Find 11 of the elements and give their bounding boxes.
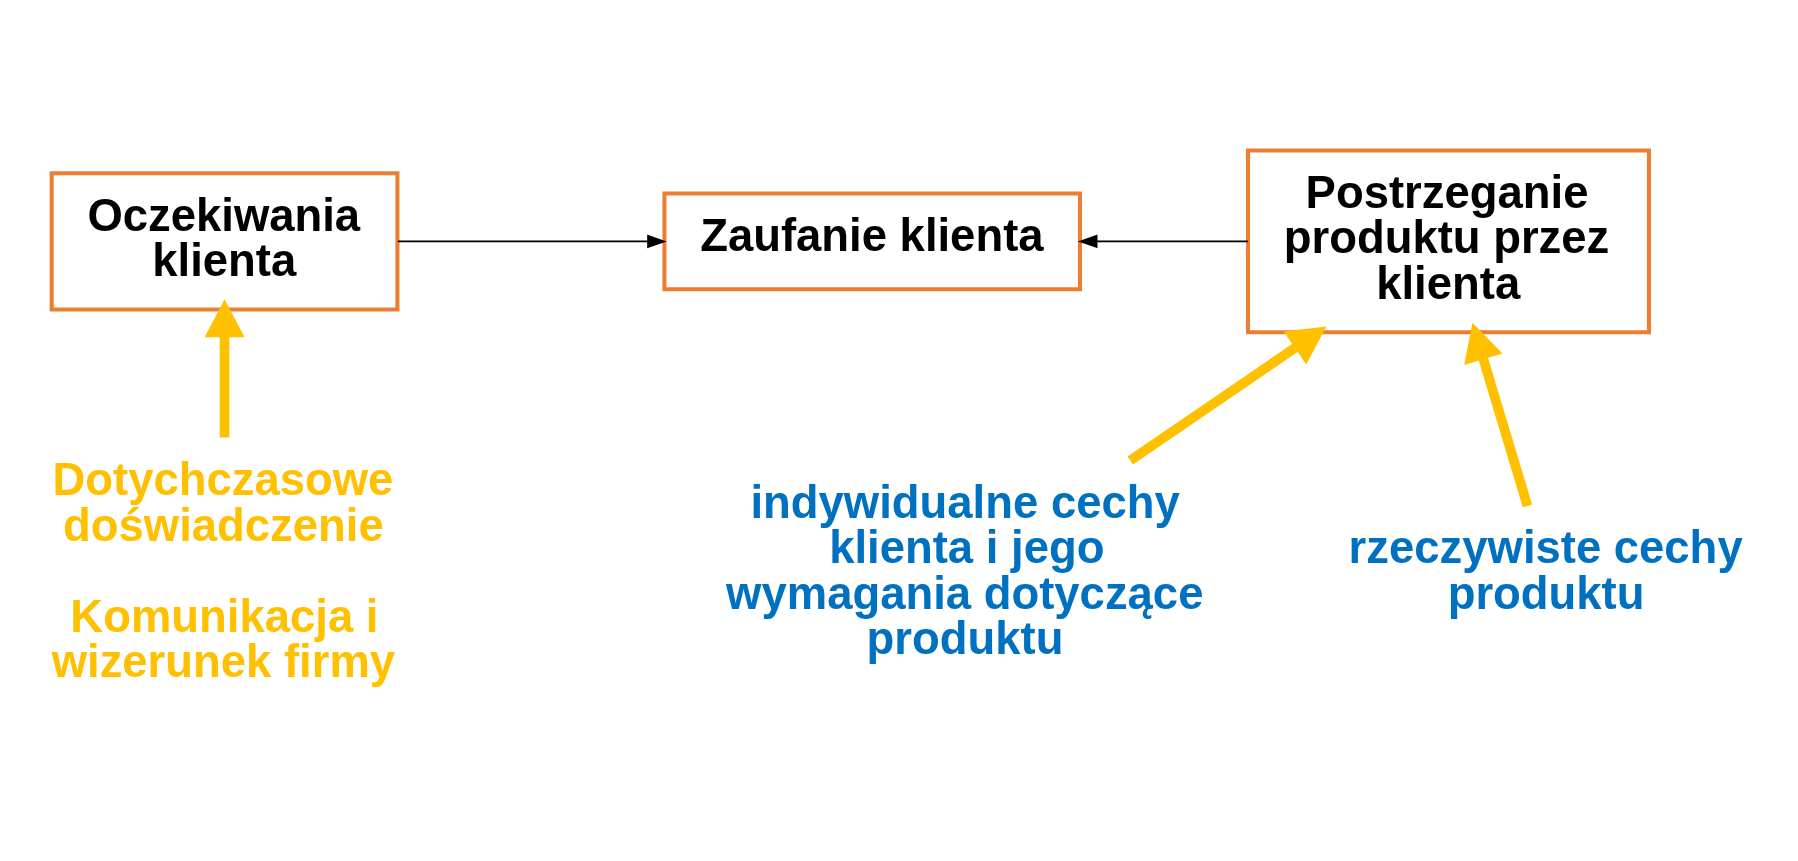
arrow xyxy=(1077,234,1249,249)
node-text: Dotychczasowe doświadczenie Komunikacja i wizerunek firmy xyxy=(51,454,396,688)
arrow xyxy=(204,299,245,438)
node-text: indywidualne cechy klienta i jego wymagania dotyczące produktu xyxy=(726,476,1204,665)
node-box: Zaufanie klienta xyxy=(662,191,1082,292)
arrow xyxy=(397,234,667,249)
arrow xyxy=(1127,326,1327,465)
node-text: rzeczywiste cechy produktu xyxy=(1348,522,1743,619)
node-box: Oczekiwania klienta xyxy=(49,171,400,312)
node-box: Postrzeganie produktu przez klienta xyxy=(1245,148,1651,335)
arrow xyxy=(1464,322,1533,508)
